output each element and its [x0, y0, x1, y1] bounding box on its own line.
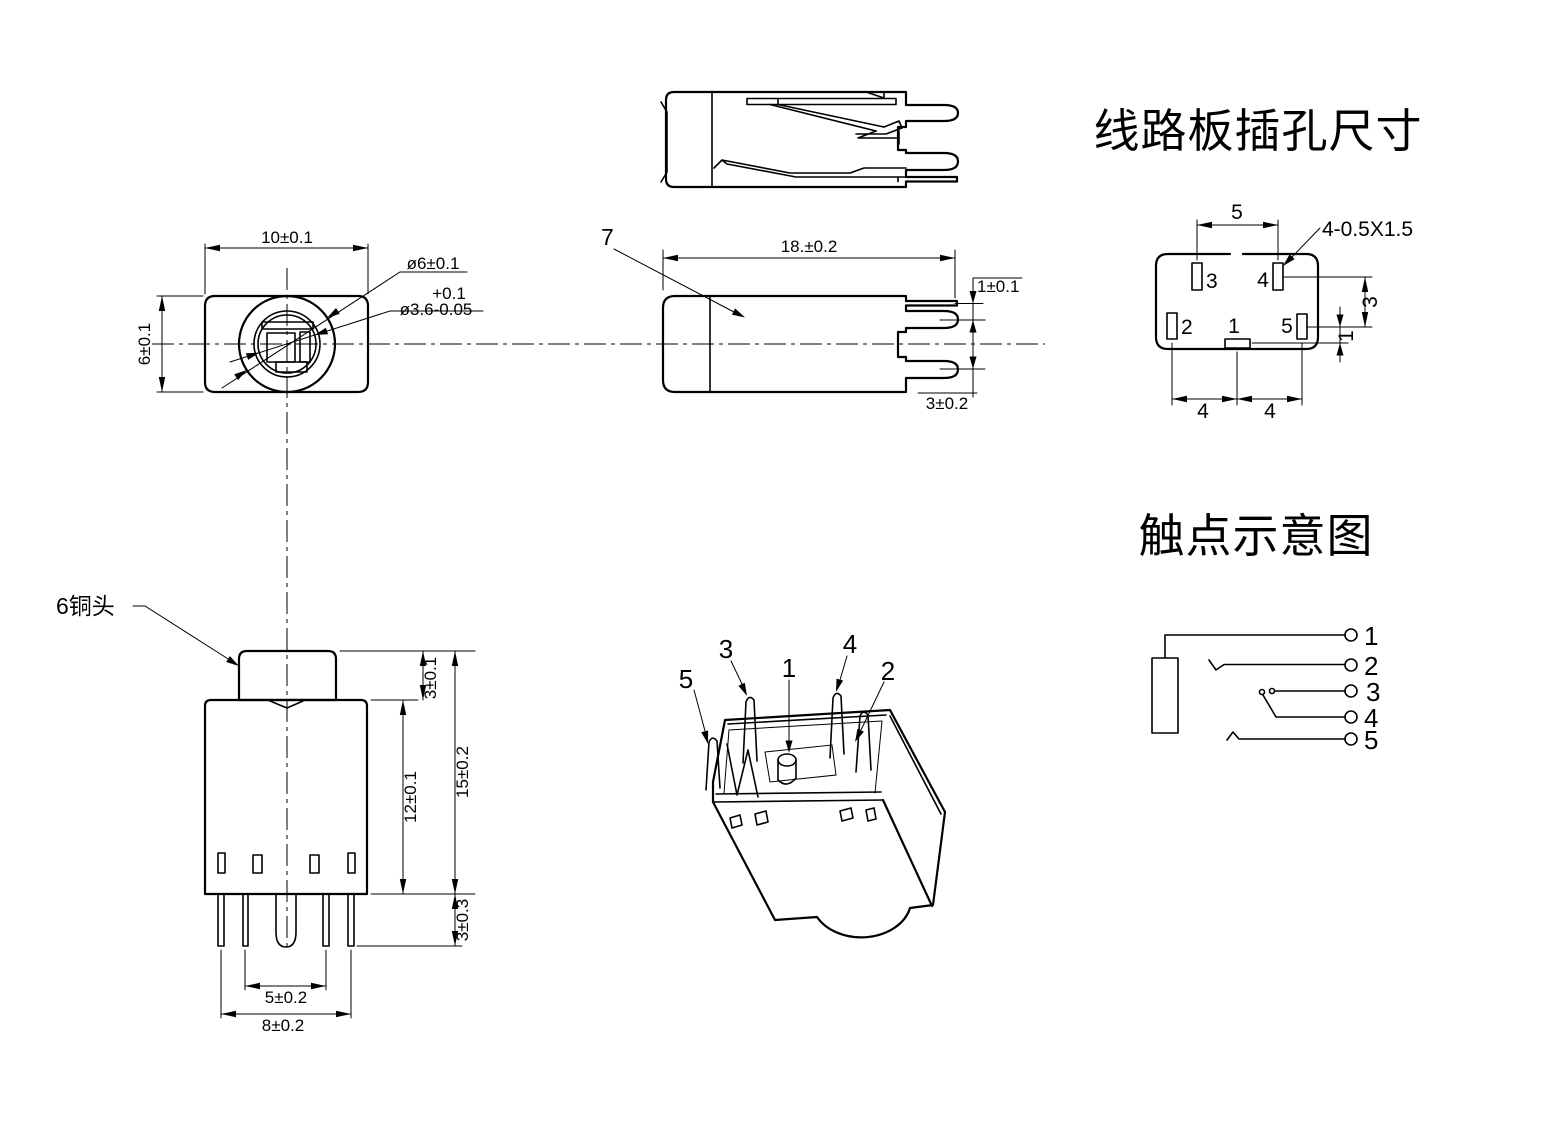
dim-inner-diameter: ø3.6-0.05	[400, 300, 473, 319]
terminal-label-2: 2	[1364, 651, 1378, 681]
iso-label-5: 5	[679, 664, 693, 694]
dim-pad-pitch-top: 5	[1231, 201, 1243, 224]
iso-label-4: 4	[843, 629, 857, 659]
terminal-1-circle	[1344, 628, 1358, 642]
pad-label-5: 5	[1281, 315, 1293, 338]
terminal-label-4: 4	[1364, 703, 1378, 733]
dim-pin-length: 3±0.3	[453, 899, 472, 941]
dim-body-width: 10±0.1	[261, 228, 313, 247]
terminal-2-circle	[1344, 658, 1358, 672]
dim-body-height: 12±0.1	[401, 771, 420, 823]
side-view: 18.±0.2 1±0.1 3±0.2 7	[601, 224, 1023, 413]
pad-4	[1272, 262, 1284, 291]
pcb-title: 线路板插孔尺寸	[1094, 105, 1423, 157]
pad-label-2: 2	[1181, 316, 1193, 339]
pad-label-3: 3	[1206, 270, 1218, 293]
isometric-view: 5 3 1 4 2	[679, 629, 947, 939]
dim-total-length: 18.±0.2	[781, 237, 838, 256]
pad-1	[1224, 338, 1251, 349]
dim-pad1-offset: 1	[1335, 330, 1358, 342]
terminal-label-1: 1	[1364, 621, 1378, 651]
iso-label-3: 3	[719, 634, 733, 664]
front-view: 10±0.1 6±0.1 ø6±0.1 +0.1 ø3.6-0.05	[135, 228, 484, 394]
iso-label-1: 1	[782, 653, 796, 683]
bottom-front-view: 6铜头 3±0.1 12±0.1 15±0.2 3±0.3 5±0.2 8±0.…	[56, 593, 476, 1035]
terminal-3-circle	[1344, 684, 1358, 698]
pad-3	[1191, 262, 1203, 291]
jack-contact-slots	[261, 321, 314, 373]
terminal-5-circle	[1344, 732, 1358, 746]
centerlines	[152, 268, 1045, 952]
dim-total-height: 15±0.2	[453, 746, 472, 798]
dim-pin-offset: 1±0.1	[977, 277, 1019, 296]
pad-label-1: 1	[1228, 315, 1240, 338]
dim-pad-row-spacing: 3	[1359, 296, 1382, 308]
dim-body-height: 6±0.1	[135, 323, 154, 365]
dim-pin-pitch: 3±0.2	[926, 394, 968, 413]
dim-cap-height: 3±0.1	[421, 657, 440, 699]
pad-label-4: 4	[1257, 269, 1269, 292]
pad-2	[1166, 312, 1178, 340]
terminal-4-circle	[1344, 710, 1358, 724]
pcb-hole-view: 线路板插孔尺寸 3 4 2 5 1 5 4-0.5X1.5 3 1 4 4	[1094, 105, 1423, 423]
body-windows	[217, 852, 356, 874]
dim-outer-pitch: 8±0.2	[262, 1016, 304, 1035]
contact-schematic: 触点示意图 1 2 3 4 5	[1139, 510, 1381, 755]
dim-outer-diameter: ø6±0.1	[407, 254, 460, 273]
top-view	[660, 90, 960, 189]
iso-label-2: 2	[881, 656, 895, 686]
plug-symbol	[1151, 657, 1179, 734]
dim-slot-spec: 4-0.5X1.5	[1322, 218, 1413, 241]
dim-inner-tolerance-plus: +0.1	[432, 284, 466, 303]
dim-bottom-left: 4	[1197, 400, 1209, 423]
terminal-label-5: 5	[1364, 725, 1378, 755]
callout-7: 7	[601, 224, 614, 250]
contact-title: 触点示意图	[1139, 510, 1374, 562]
callout-copper-head: 6铜头	[56, 593, 115, 619]
terminal-label-3: 3	[1366, 677, 1380, 707]
front-slots	[729, 807, 877, 829]
solder-pins	[217, 893, 355, 948]
dim-inner-pitch: 5±0.2	[265, 988, 307, 1007]
pad-5	[1296, 313, 1308, 340]
dim-bottom-right: 4	[1264, 400, 1276, 423]
